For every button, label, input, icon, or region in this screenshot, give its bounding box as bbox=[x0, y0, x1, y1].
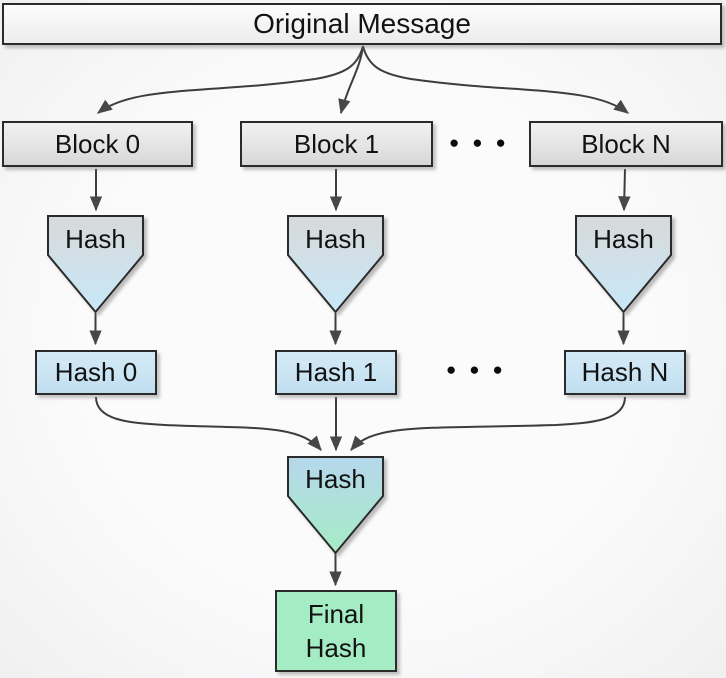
block-1-box: Block 1 bbox=[240, 121, 433, 167]
hash-1-box: Hash 1 bbox=[275, 350, 397, 395]
hash-n-box: Hash N bbox=[564, 350, 686, 395]
ellipsis-dots-blocks: ●●● bbox=[449, 133, 519, 152]
final-hash-funnel bbox=[287, 456, 384, 555]
arrow-hash-n-to-final-funnel bbox=[350, 396, 626, 451]
arrow-message-to-block-1 bbox=[338, 45, 364, 115]
hash-funnel-n bbox=[575, 215, 672, 314]
ellipsis-dots-hashes: ●●● bbox=[446, 360, 516, 379]
arrow-message-to-block-n bbox=[362, 45, 629, 114]
arrow-block-n-to-funnel bbox=[618, 168, 631, 212]
block-0-box: Block 0 bbox=[2, 121, 193, 167]
block-n-box: Block N bbox=[529, 121, 723, 167]
original-message-box: Original Message bbox=[2, 3, 722, 45]
arrow-message-to-block-0 bbox=[97, 45, 364, 114]
hash-funnel-1 bbox=[287, 215, 384, 314]
arrow-hash-0-to-final-funnel bbox=[95, 396, 322, 451]
hash-funnel-0 bbox=[47, 215, 144, 314]
hash-0-box: Hash 0 bbox=[35, 350, 157, 395]
final-hash-box: Final Hash bbox=[275, 590, 397, 672]
